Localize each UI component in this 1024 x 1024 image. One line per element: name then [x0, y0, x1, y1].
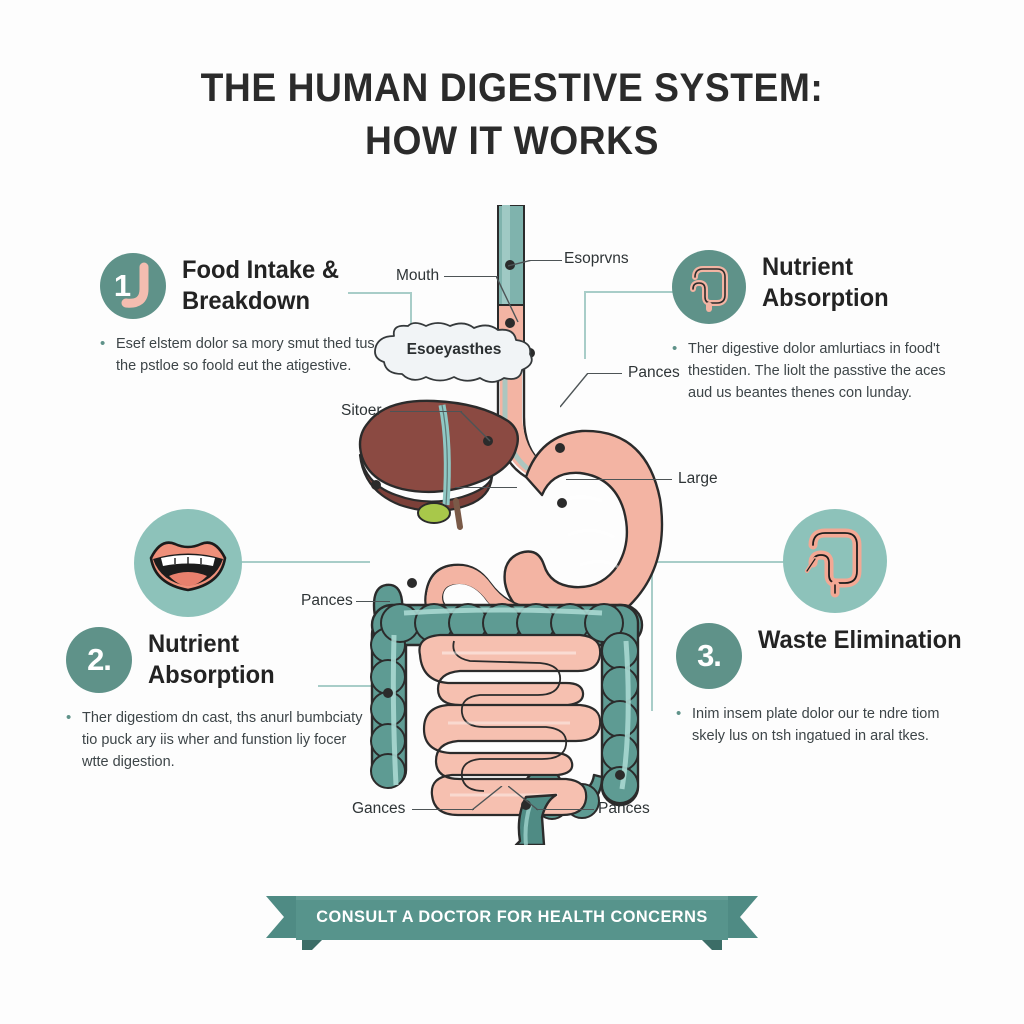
connector-step2-horizontal [318, 685, 388, 687]
large-intestine-icon [690, 266, 728, 312]
bullet-icon: • [672, 340, 678, 357]
leader-esophagus-diagonal [508, 260, 532, 267]
step-1-header: 1 Food Intake & Breakdown [100, 253, 385, 319]
title-line-1: THE HUMAN DIGESTIVE SYSTEM: [200, 66, 824, 110]
step-waste-elimination[interactable]: 3. Waste Elimination • Inim insem plate … [676, 623, 976, 747]
cloud-callout-label: Esoeyasthes [406, 341, 502, 358]
digestive-system-illustration [358, 205, 664, 845]
step-1-title: Food Intake & Breakdown [182, 256, 340, 315]
colon-icon-circle [783, 509, 887, 613]
anatomy-label-pancreas-right: Pances [628, 364, 680, 381]
mouth-icon [149, 541, 227, 592]
step-3-title: Waste Elimination [758, 626, 962, 654]
leader-rectum-left-diagonal [472, 786, 503, 811]
leader-pancreas-right [588, 373, 622, 375]
step-4-header: Nutrient Absorption [672, 250, 964, 324]
anatomy-label-rectum-left: Gances [352, 800, 406, 817]
step-2-title: Nutrient Absorption [148, 630, 275, 689]
large-intestine-icon [805, 528, 862, 598]
leader-rectum-right [536, 809, 594, 811]
ribbon-shape [266, 896, 758, 950]
leader-liver [390, 411, 462, 413]
step-4-body: • Ther digestive dolor amlurtiacs in foo… [672, 338, 964, 404]
step-food-intake[interactable]: 1 Food Intake & Breakdown • Esef elstem … [100, 253, 385, 377]
mouth-icon-circle [134, 509, 242, 617]
ribbon-text: CONSULT A DOCTOR FOR HEALTH CONCERNS [316, 907, 708, 926]
step-4-title: Nutrient Absorption [762, 253, 889, 312]
leader-liver-diagonal [460, 411, 491, 442]
leader-gallbladder [455, 487, 517, 489]
connector-step4-horizontal [584, 291, 674, 293]
step-1-badge: 1 [100, 253, 166, 319]
esophagus-cloud-callout [374, 322, 533, 383]
connector-step1-horizontal [348, 292, 412, 294]
leader-rectum-right-diagonal [508, 786, 539, 811]
step-2-number: 2. [87, 642, 112, 677]
leader-mouth-diagonal [496, 276, 519, 323]
step-4-icon-circle [672, 250, 746, 324]
anatomy-label-large-intestine: Large [678, 470, 718, 487]
connector-colon-vertical [651, 561, 653, 711]
anatomy-label-liver: Sitoer [341, 402, 382, 419]
step-3-body: • Inim insem plate dolor our te ndre tio… [676, 703, 976, 747]
step-2-header: 2. Nutrient Absorption [66, 627, 366, 693]
step-nutrient-absorption[interactable]: 2. Nutrient Absorption • Ther digestiom … [66, 627, 366, 773]
step-nutrient-absorption-top[interactable]: Nutrient Absorption • Ther digestive dol… [672, 250, 964, 404]
leader-large-intestine [566, 479, 672, 481]
bullet-icon: • [66, 709, 72, 726]
page-title: THE HUMAN DIGESTIVE SYSTEM: HOW IT WORKS [0, 62, 1024, 168]
anatomy-label-pancreas-left: Pances [301, 592, 353, 609]
step-2-body: • Ther digestiom dn cast, ths anurl bumb… [66, 707, 366, 773]
leader-rectum-left [412, 809, 474, 811]
bullet-icon: • [100, 335, 106, 352]
bullet-icon: • [676, 705, 682, 722]
step-2-badge: 2. [66, 627, 132, 693]
leader-pancreas-right-diagonal [560, 373, 589, 408]
title-line-2: HOW IT WORKS [365, 118, 659, 163]
anatomy-label-esophagus: Esoprvns [564, 250, 629, 267]
leader-esophagus [530, 260, 562, 262]
connector-colon-icon [651, 561, 784, 563]
connector-step4-vertical [584, 291, 586, 359]
anatomy-label-mouth: Mouth [396, 267, 440, 284]
step-3-header: 3. Waste Elimination [676, 623, 976, 689]
leader-mouth [444, 276, 498, 278]
step-1-number: 1 [113, 268, 131, 303]
leader-pancreas-left [356, 601, 390, 603]
step-3-badge: 3. [676, 623, 742, 689]
esophagus-curve-icon [121, 262, 149, 308]
footer-ribbon: CONSULT A DOCTOR FOR HEALTH CONCERNS [266, 894, 758, 950]
step-3-number: 3. [697, 638, 722, 673]
step-1-body: • Esef elstem dolor sa mory smut thed tu… [100, 333, 385, 377]
anatomy-label-rectum-right: Pances [598, 800, 650, 817]
connector-mouth-icon [241, 561, 370, 563]
